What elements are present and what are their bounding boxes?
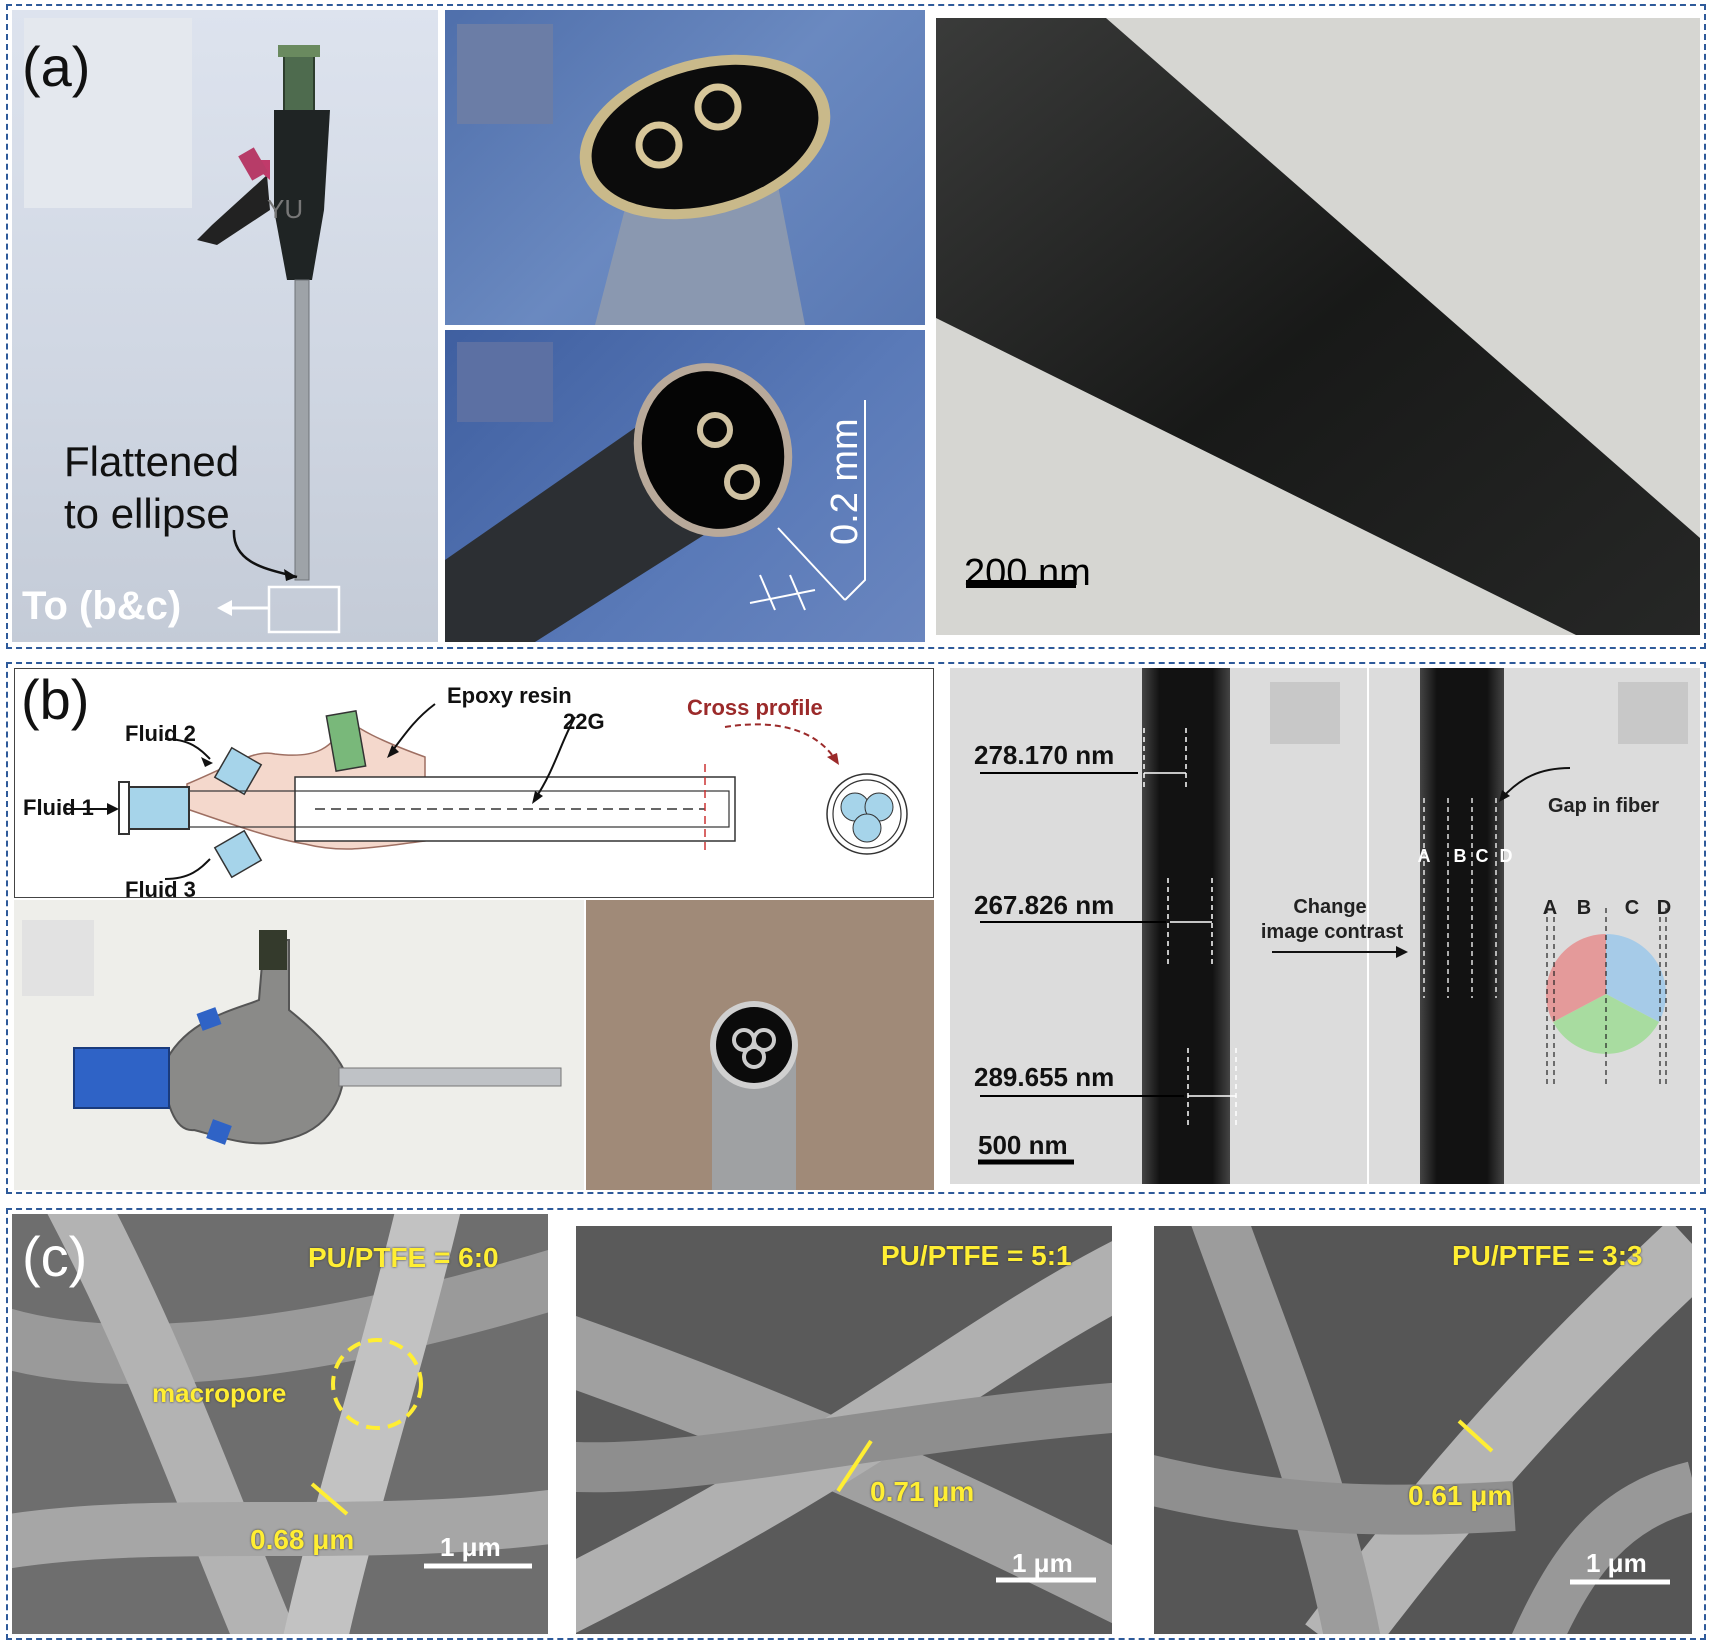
change-line1: Change: [1293, 896, 1366, 918]
sem-image-2: PU/PTFE = 5:1 0.71 μm 1 μm: [576, 1226, 1112, 1634]
tip-photo-bottom: 0.2 mm: [445, 330, 925, 642]
sem3-ratio: PU/PTFE = 3:3: [1452, 1240, 1643, 1271]
needle-device-drawing: YU: [197, 45, 341, 634]
yu-mark: YU: [267, 194, 303, 224]
tem-b-drawing: 278.170 nm 267.826 nm 289.655 nm 500 nm …: [974, 668, 1688, 1184]
change-line2: image contrast: [1261, 921, 1404, 943]
sem1-macropore: macropore: [152, 1378, 287, 1408]
sem2-diameter: 0.71 μm: [870, 1476, 975, 1507]
panel-c-letter: (c): [22, 1225, 88, 1288]
sem3-diameter: 0.61 μm: [1408, 1480, 1513, 1511]
sem-image-3: PU/PTFE = 3:3 0.61 μm 1 μm: [1154, 1226, 1692, 1634]
sem2-fibers: [576, 1241, 1112, 1633]
abcd-c-top: C: [1476, 846, 1489, 866]
sem2-scale: 1 μm: [1012, 1548, 1073, 1578]
tem-b-scale-label: 500 nm: [978, 1130, 1068, 1160]
abcd-a-top: A: [1418, 846, 1431, 866]
tip-photo-drawing: [710, 1001, 798, 1190]
device-schematic: Fluid 1 Fluid 2 Fluid 3 Epoxy resin 22G …: [23, 683, 908, 898]
abcd-d-top: D: [1500, 846, 1513, 866]
panel-b-schematic: Fluid 1 Fluid 2 Fluid 3 Epoxy resin 22G …: [14, 668, 934, 898]
photo-patch: [457, 24, 553, 124]
sem1-ratio: PU/PTFE = 6:0: [308, 1242, 499, 1273]
sem1-fibers: [12, 1214, 548, 1634]
fluid1-label: Fluid 1: [23, 795, 94, 820]
tem-a-scale-label: 200 nm: [964, 552, 1091, 594]
cross-profile-label: Cross profile: [687, 695, 823, 720]
to-bc-label: To (b&c): [22, 584, 182, 628]
fiber-drawing: [936, 18, 1700, 635]
meas2-label: 267.826 nm: [974, 890, 1114, 920]
panel-c-frame: [6, 1208, 1706, 1640]
sem3-fibers: [1154, 1226, 1692, 1634]
gap-label: Gap in fiber: [1548, 795, 1659, 817]
fluid2-label: Fluid 2: [125, 721, 196, 746]
gauge-label: 22G: [563, 709, 605, 734]
tem-single-fiber: 200 nm: [936, 18, 1700, 635]
panel-a-needle-photo: YU (a) Flattened to ellipse To (b&c): [12, 10, 438, 642]
sem2-ratio: PU/PTFE = 5:1: [881, 1240, 1072, 1271]
sem3-scale: 1 μm: [1586, 1548, 1647, 1578]
flattened-line1: Flattened: [64, 438, 240, 485]
panel-b-device-photo: [14, 900, 584, 1190]
abcd-b-top: B: [1454, 846, 1467, 866]
photo-patch: [24, 18, 192, 208]
tip-bottom-drawing: 0.2 mm: [445, 363, 866, 642]
flattened-label: Flattened to ellipse: [64, 436, 239, 540]
abcd-a-pie: A: [1543, 897, 1557, 919]
meas1-label: 278.170 nm: [974, 740, 1114, 770]
panel-b-tem: 278.170 nm 267.826 nm 289.655 nm 500 nm …: [950, 668, 1700, 1184]
device-photo-drawing: [73, 930, 562, 1145]
abcd-b-pie: B: [1577, 897, 1591, 919]
abcd-d-pie: D: [1657, 897, 1671, 919]
panel-a-letter: (a): [22, 35, 91, 98]
flattened-line2: to ellipse: [64, 490, 230, 537]
photo-patch: [22, 920, 94, 996]
dim-label: 0.2 mm: [824, 418, 866, 545]
epoxy-label: Epoxy resin: [447, 683, 572, 708]
sem-image-1: (c) PU/PTFE = 6:0 macropore 0.68 μm 1 μm: [12, 1214, 548, 1634]
panel-b-letter: (b): [21, 668, 90, 731]
sem1-scale: 1 μm: [440, 1532, 501, 1562]
tip-photo-top: [445, 10, 925, 325]
panel-a-frame: [6, 4, 1706, 649]
panel-b-tip-photo: [586, 900, 934, 1190]
tip-top-drawing: [579, 54, 831, 325]
panel-b-frame: [6, 662, 1706, 1194]
fluid3-label: Fluid 3: [125, 877, 196, 898]
photo-patch: [457, 342, 553, 422]
sem1-diameter: 0.68 μm: [250, 1524, 355, 1555]
meas3-label: 289.655 nm: [974, 1062, 1114, 1092]
abcd-c-pie: C: [1625, 897, 1639, 919]
